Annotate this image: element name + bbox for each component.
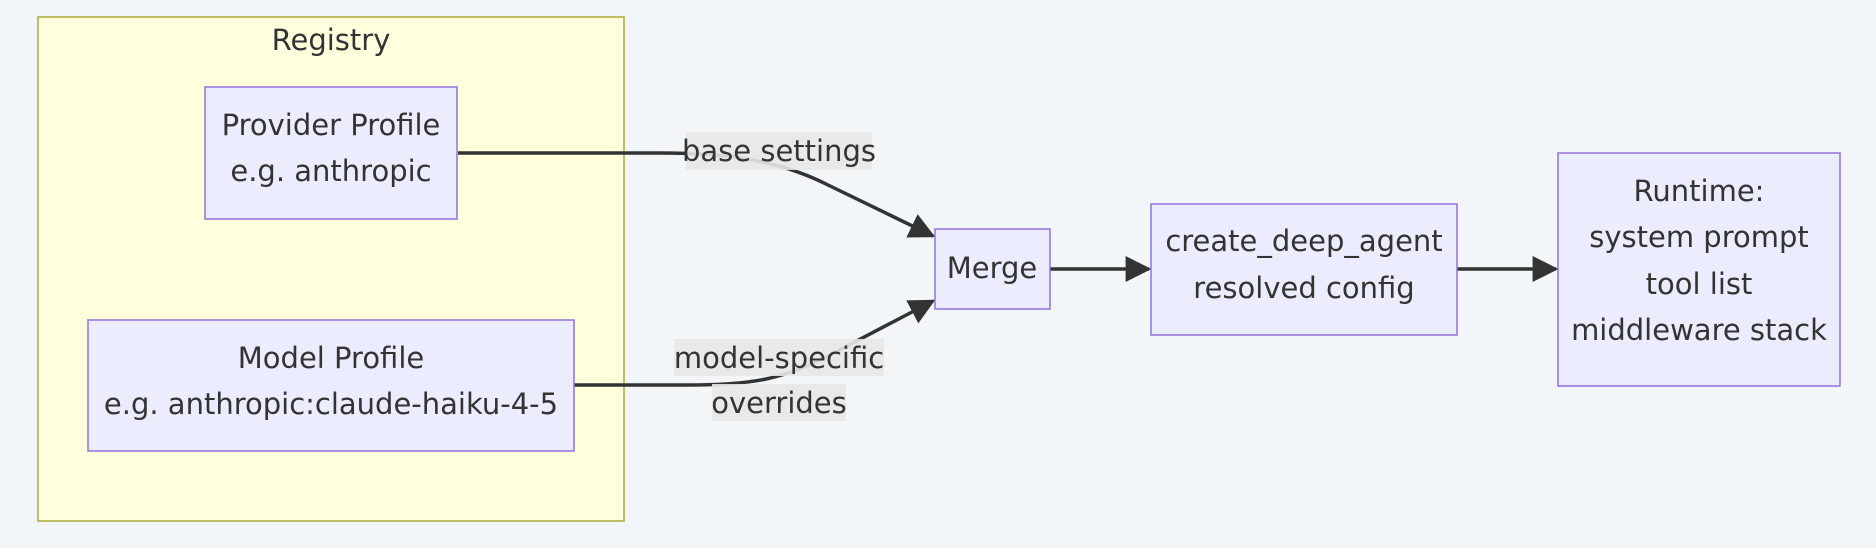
edge-label-model-overrides: model-specific overrides: [674, 339, 884, 421]
node-runtime-item-tool-list: tool list: [1646, 267, 1753, 301]
node-model-profile-box[interactable]: [87, 319, 575, 452]
node-merge-box[interactable]: [934, 228, 1051, 310]
node-model-profile-example: e.g. anthropic:claude-haiku-4-5: [104, 387, 558, 421]
registry-cluster-title: Registry: [272, 23, 391, 57]
edge-label-model-overrides-line1: model-specific: [674, 341, 884, 375]
edge-label-base-settings-bg: [686, 132, 872, 170]
edge-label-base-settings: base settings: [682, 132, 876, 170]
edge-label-model-overrides-bg-1: [674, 339, 884, 376]
node-create-deep-agent-box[interactable]: [1150, 203, 1458, 336]
node-runtime-title: Runtime:: [1634, 174, 1765, 208]
node-provider-profile-box[interactable]: [204, 86, 458, 220]
node-runtime-item-middleware-stack: middleware stack: [1571, 313, 1827, 347]
node-model-profile[interactable]: Model Profile e.g. anthropic:claude-haik…: [87, 319, 575, 452]
node-create-deep-agent[interactable]: create_deep_agent resolved config: [1150, 203, 1458, 336]
node-create-deep-agent-title: create_deep_agent: [1165, 224, 1442, 258]
node-provider-profile-title: Provider Profile: [222, 108, 441, 142]
node-runtime-box[interactable]: [1557, 152, 1841, 387]
node-provider-profile-example: e.g. anthropic: [230, 154, 431, 188]
edge-label-model-overrides-line2: overrides: [711, 386, 847, 420]
node-create-deep-agent-subtitle: resolved config: [1193, 271, 1414, 305]
node-runtime[interactable]: Runtime: system prompt tool list middlew…: [1557, 152, 1841, 387]
node-runtime-item-system-prompt: system prompt: [1589, 220, 1809, 254]
node-model-profile-title: Model Profile: [238, 341, 424, 375]
node-provider-profile[interactable]: Provider Profile e.g. anthropic: [204, 86, 458, 220]
edge-label-model-overrides-bg-2: [712, 384, 846, 421]
edge-label-base-settings-text: base settings: [682, 134, 876, 168]
node-merge-label: Merge: [947, 251, 1038, 285]
node-merge[interactable]: Merge: [934, 228, 1051, 310]
